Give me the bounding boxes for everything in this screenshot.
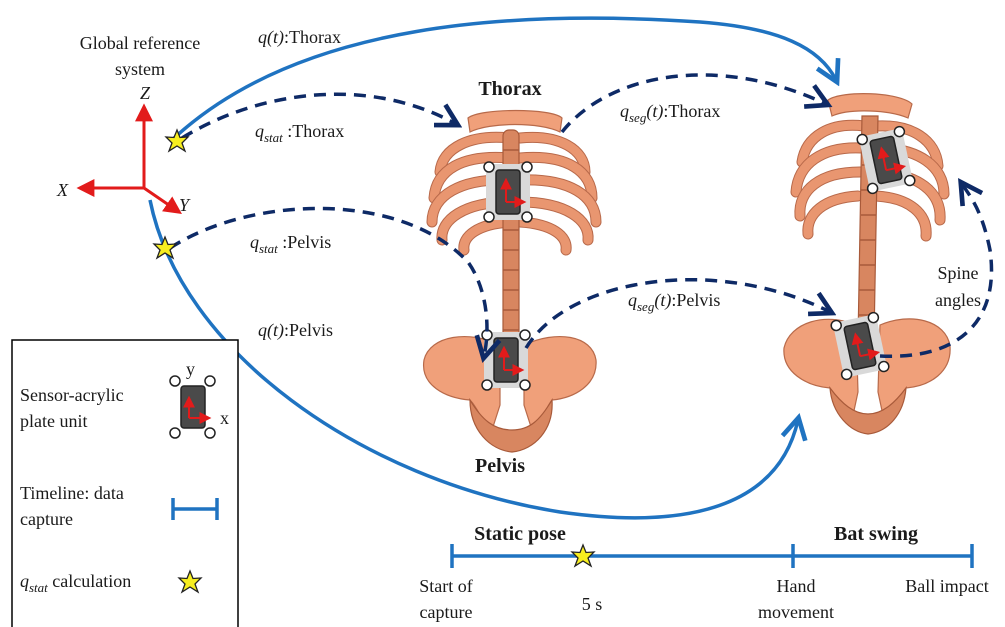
timeline-five-s: 5 s (582, 594, 603, 614)
legend-sensor-line2: plate unit (20, 411, 87, 431)
axis-y-label: Y (179, 195, 191, 215)
global-reference-system: Global reference system Z X Y (56, 33, 200, 215)
timeline-ball-impact: Ball impact (905, 576, 988, 596)
timeline-bat-swing: Bat swing (834, 523, 918, 545)
legend-timeline-line2: capture (20, 509, 73, 529)
sensor-thorax-static (484, 162, 532, 222)
qseg-thorax-label: qseg(t):Thorax (620, 101, 720, 125)
q-thorax-label: q(t):Thorax (258, 27, 341, 48)
axis-z-label: Z (140, 83, 151, 103)
legend-sensor-line1: Sensor-acrylic (20, 385, 124, 405)
legend-box: Sensor-acrylic plate unit y x Timeline: … (12, 340, 238, 627)
timeline-start-line1: Start of (419, 576, 473, 596)
qstat-pelvis-label: qstat :Pelvis (250, 232, 331, 256)
timeline-hand-line2: movement (758, 602, 834, 622)
qstat-thorax-label: qstat :Thorax (255, 121, 344, 145)
timeline-start-line2: capture (420, 602, 473, 622)
axis-x-label: X (56, 180, 69, 200)
legend-timeline-line1: Timeline: data (20, 483, 124, 503)
thorax-title: Thorax (478, 78, 541, 100)
thorax-static-illustration (432, 111, 596, 357)
sensor-pelvis-static (482, 330, 530, 390)
timeline: Static pose Bat swing Start of capture 5… (419, 523, 988, 622)
spine-angles-line2: angles (935, 290, 981, 310)
y-axis-arrow (144, 188, 179, 212)
thorax-segment-illustration (796, 94, 944, 340)
timeline-static-pose: Static pose (474, 523, 566, 545)
qstat-star-thorax (166, 130, 188, 151)
q-pelvis-label: q(t):Pelvis (258, 320, 333, 341)
pelvis-title: Pelvis (475, 455, 525, 477)
global-system-title-line2: system (115, 59, 165, 79)
global-system-title-line1: Global reference (80, 33, 200, 53)
legend-axis-x: x (220, 408, 229, 428)
timeline-hand-line1: Hand (777, 576, 816, 596)
qstat-star-pelvis (154, 237, 176, 258)
timeline-star-icon (572, 545, 594, 566)
legend-axis-y: y (186, 359, 195, 379)
spine-angles-line1: Spine (937, 263, 978, 283)
qseg-pelvis-label: qseg(t):Pelvis (628, 290, 720, 314)
